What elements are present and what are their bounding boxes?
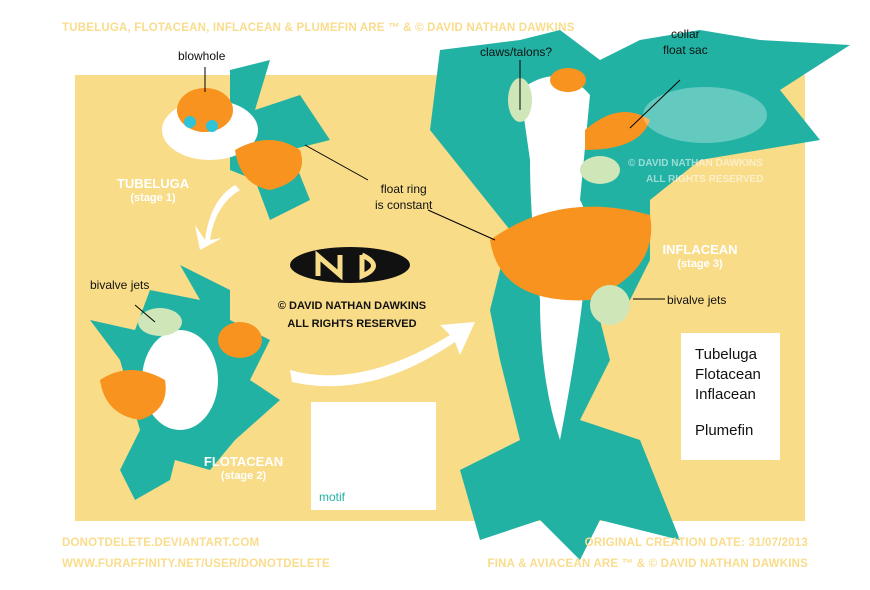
footer-creation-date: ORIGINAL CREATION DATE: 31/07/2013 bbox=[584, 537, 808, 549]
copyright-line1: © DAVID NATHAN DAWKINS bbox=[277, 300, 427, 312]
name-list-box: Tubeluga Flotacean Inflacean Plumefin bbox=[681, 333, 780, 460]
stage-number: (stage 3) bbox=[677, 258, 723, 270]
watermark-line2: ALL RIGHTS RESERVED bbox=[646, 174, 764, 185]
watermark-line1: © DAVID NATHAN DAWKINS bbox=[628, 158, 763, 169]
label-blowhole: blowhole bbox=[178, 49, 226, 63]
label-bivalve-jets-right: bivalve jets bbox=[667, 293, 727, 307]
label-float-ring-line1: float ring bbox=[380, 182, 427, 196]
name-list-item: Inflacean bbox=[695, 386, 756, 403]
tubeluga-figure bbox=[162, 60, 330, 220]
name-list-item: Tubeluga bbox=[695, 346, 757, 363]
motif-label: motif bbox=[319, 490, 346, 504]
stage-name: INFLACEAN bbox=[662, 242, 738, 257]
footer-deviantart: DONOTDELETE.DEVIANTART.COM bbox=[62, 537, 260, 549]
label-collar-line1: collar bbox=[671, 27, 700, 41]
stage-tubeluga: TUBELUGA (stage 1) bbox=[108, 176, 198, 206]
stage-name: FLOTACEAN bbox=[203, 454, 284, 469]
flotacean-figure bbox=[90, 265, 280, 500]
label-claws: claws/talons? bbox=[480, 45, 553, 59]
nd-logo bbox=[290, 247, 410, 283]
stage-inflacean: INFLACEAN (stage 3) bbox=[655, 242, 745, 272]
label-float-ring-line2: is constant bbox=[375, 198, 433, 212]
motif-box: motif bbox=[311, 402, 436, 510]
name-list-item: Flotacean bbox=[695, 366, 761, 383]
stage-number: (stage 1) bbox=[130, 192, 176, 204]
label-collar-line2: float sac bbox=[663, 43, 708, 57]
stage-number: (stage 2) bbox=[220, 470, 267, 482]
inflacean-figure bbox=[430, 30, 850, 560]
copyright-line2: ALL RIGHTS RESERVED bbox=[287, 318, 417, 330]
header-credit: TUBELUGA, FLOTACEAN, INFLACEAN & PLUMEFI… bbox=[62, 22, 575, 34]
copyright-block: © DAVID NATHAN DAWKINS ALL RIGHTS RESERV… bbox=[272, 297, 432, 333]
leader-lines bbox=[134, 60, 681, 323]
stage-name: TUBELUGA bbox=[116, 176, 190, 191]
label-float-ring: float ring is constant bbox=[375, 181, 432, 213]
footer-fina-credit: FINA & AVIACEAN ARE ™ & © DAVID NATHAN D… bbox=[487, 558, 808, 570]
name-list-item: Plumefin bbox=[695, 422, 754, 439]
footer-furaffinity: WWW.FURAFFINITY.NET/USER/DONOTDELETE bbox=[62, 558, 330, 570]
stage-flotacean: FLOTACEAN (stage 2) bbox=[196, 454, 291, 484]
label-collar: collar float sac bbox=[663, 26, 708, 58]
label-bivalve-jets-left: bivalve jets bbox=[90, 278, 150, 292]
watermark: © DAVID NATHAN DAWKINS ALL RIGHTS RESERV… bbox=[628, 156, 763, 188]
